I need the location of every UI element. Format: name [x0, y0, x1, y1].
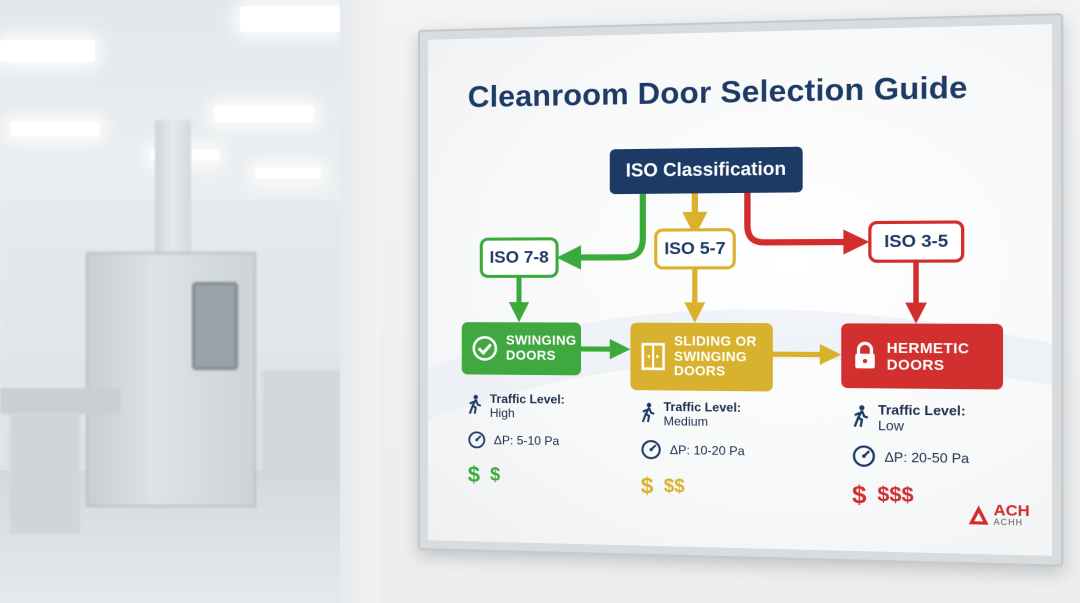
pressure-value: ΔP: 5-10 Pa [493, 433, 560, 449]
cost-level: $ [490, 464, 501, 485]
cost-indicator: $ $ [468, 461, 565, 489]
ceiling-light [240, 6, 340, 32]
checkmark-circle-icon [472, 335, 498, 361]
poster-frame: Cleanroom Door Selection Guide ISO Class… [418, 13, 1063, 567]
pressure-value: ΔP: 20-50 Pa [884, 449, 970, 467]
poster: Cleanroom Door Selection Guide ISO Class… [428, 24, 1052, 556]
logo-triangle-icon [968, 504, 989, 525]
ceiling-light [0, 40, 95, 62]
info-swinging: Traffic Level:High ΔP: 5-10 Pa $ $ [468, 392, 565, 490]
info-hermetic: Traffic Level:Low ΔP: 20-50 Pa $ $$$ [852, 402, 970, 513]
cost-dollar-icon: $ [852, 480, 867, 510]
door-label-line: SLIDING OR [673, 332, 757, 349]
pressure-value: ΔP: 10-20 Pa [669, 442, 745, 459]
arrow-root-to-iso-35 [747, 192, 856, 243]
traffic-value: Low [877, 417, 904, 434]
swinging-doors-box: SWINGING DOORS [461, 322, 582, 376]
gauge-icon [641, 439, 662, 463]
iso-57-box: ISO 5-7 [654, 228, 736, 270]
ceiling-light [10, 122, 100, 136]
door-label-line: DOORS [886, 355, 945, 374]
iso-classification-box: ISO Classification [609, 146, 803, 195]
ceiling-light [214, 106, 314, 122]
gauge-icon [468, 430, 486, 451]
cost-dollar-icon: $ [640, 472, 654, 499]
gauge-icon [852, 444, 876, 471]
workbench-cabinet [10, 414, 80, 534]
walking-person-icon [641, 403, 656, 427]
cost-indicator: $ $$$ [852, 481, 969, 513]
door-label-line: DOORS [505, 347, 556, 363]
traffic-value: High [489, 405, 515, 421]
ach-logo: ACH ACHH [967, 502, 1030, 528]
logo-subtext: ACHH [993, 517, 1024, 528]
iso-78-box: ISO 7-8 [479, 237, 559, 278]
sliding-or-swinging-doors-box: SLIDING OR SWINGING DOORS [630, 322, 773, 392]
workbench [0, 388, 120, 414]
pillar [155, 120, 191, 260]
cost-dollar-icon: $ [467, 461, 481, 487]
machine-window [192, 282, 238, 370]
cost-level: $$ [663, 475, 685, 497]
double-door-icon [641, 342, 666, 371]
arrow-root-to-iso-78 [569, 194, 643, 258]
process-machine [86, 252, 256, 507]
iso-35-box: ISO 3-5 [868, 220, 965, 263]
walking-person-icon [468, 395, 482, 418]
cost-indicator: $ $$ [641, 473, 745, 502]
hermetic-doors-box: HERMETIC DOORS [841, 323, 1004, 390]
equipment-cart [262, 370, 342, 480]
ceiling-light [255, 168, 321, 178]
ceiling [0, 0, 400, 210]
traffic-value: Medium [663, 413, 709, 429]
padlock-icon [852, 341, 878, 370]
door-label-line: DOORS [673, 363, 726, 380]
door-label-line: HERMETIC [886, 339, 970, 357]
walking-person-icon [852, 405, 869, 431]
info-sliding: Traffic Level:Medium ΔP: 10-20 Pa $ $$ [641, 400, 745, 501]
cost-level: $$$ [877, 483, 914, 508]
